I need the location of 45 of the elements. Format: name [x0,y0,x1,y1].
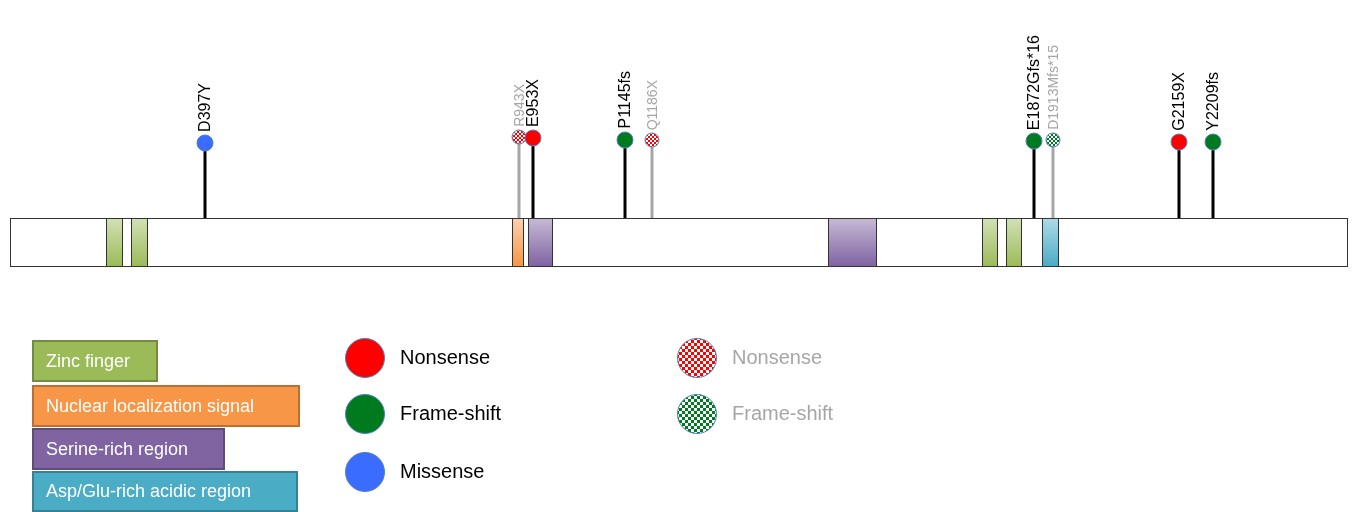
lollipop-stem [1032,149,1036,218]
lollipop-stem [531,146,535,218]
legend-label: Frame-shift [400,403,502,423]
domain-block [1042,218,1059,267]
domain-block [512,218,524,267]
mutation-label: D397Y [197,83,213,132]
domain-block [106,218,123,267]
mutation-label: Q1186X [645,79,659,130]
lollipop-stem [623,148,627,218]
legend-label: Nonsense [400,347,491,367]
domain-block [528,218,553,267]
mutation-dot [1204,133,1222,151]
mutation-label: E1872Gfs*16 [1026,34,1042,130]
mutation-label: E953X [525,78,541,127]
legend-label: Nonsense [732,347,823,367]
mutation-label: D1913Mfs*15 [1046,45,1060,130]
legend-swatch: Serine-rich region [32,428,225,470]
lollipop-stem [650,147,654,218]
legend-swatch: Asp/Glu-rich acidic region [32,471,298,512]
legend-swatch: Nuclear localization signal [32,385,300,427]
lollipop-stem [1211,150,1215,218]
lollipop-stem [517,144,521,218]
domain-block [982,218,998,267]
mutation-label: R943X [512,84,526,127]
legend-swatch: Zinc finger [32,340,158,382]
checkered-dot [1045,132,1061,148]
mutation-dot [524,129,542,147]
mutation-dot [1025,132,1043,150]
lollipop-stem [203,151,207,218]
checkered-dot [644,132,660,148]
checkered-dot [511,129,527,145]
mutation-dot [616,131,634,149]
mutation-dot [1170,133,1188,151]
lollipop-stem [1051,147,1055,218]
domain-block [131,218,148,267]
mutation-label: P1145fs [617,71,633,129]
mutation-label: Y2209fs [1205,72,1221,131]
domain-block [1006,218,1022,267]
protein-bar [10,218,1348,267]
legend-label: Frame-shift [732,403,834,423]
domain-block [828,218,877,267]
mutation-dot [196,134,214,152]
lollipop-stem [1177,150,1181,218]
mutation-label: G2159X [1171,72,1187,131]
legend-label: Missense [400,461,485,481]
